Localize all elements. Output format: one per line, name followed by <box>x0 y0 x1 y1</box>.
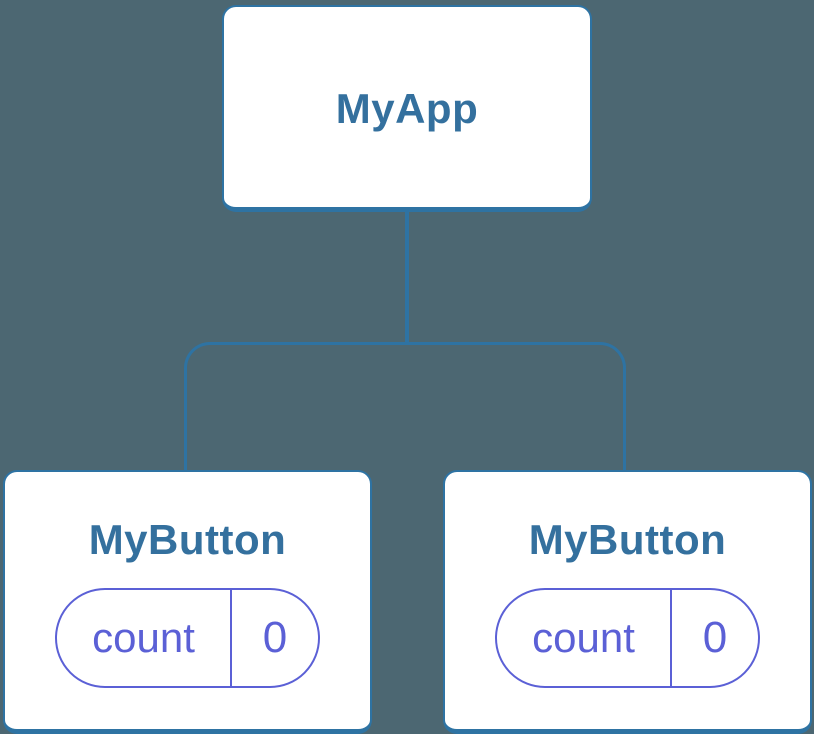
root-node-myapp: MyApp <box>222 5 592 212</box>
state-key-label: count <box>497 590 672 686</box>
state-value: 0 <box>262 613 288 662</box>
state-value: 0 <box>702 613 728 662</box>
state-pill: count 0 <box>495 588 760 688</box>
state-pill: count 0 <box>55 588 320 688</box>
connector-bracket <box>184 342 626 472</box>
root-node-label: MyApp <box>335 85 479 132</box>
child-node-mybutton-right: MyButton count 0 <box>443 470 812 734</box>
child-node-label: MyButton <box>528 516 727 563</box>
child-node-mybutton-left: MyButton count 0 <box>3 470 372 734</box>
connector-root-stub <box>405 211 409 344</box>
child-node-label: MyButton <box>88 516 287 563</box>
state-key-label: count <box>57 590 232 686</box>
